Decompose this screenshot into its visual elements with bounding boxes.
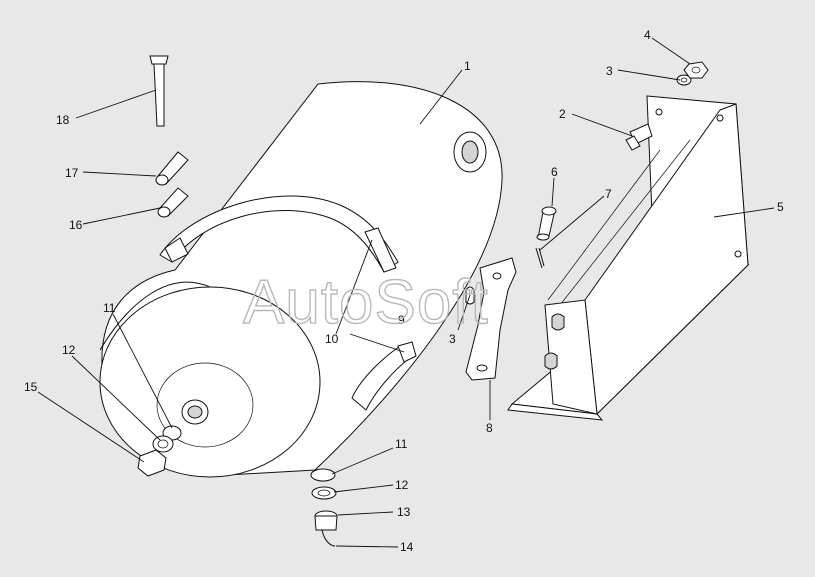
cotter-pin [535,247,545,269]
bolt [625,123,653,151]
drain-valve [314,510,338,547]
callout-15: 15 [24,380,38,394]
callout-12: 12 [395,478,409,492]
watermark-text: AutoSoft [243,268,489,337]
nut [683,61,709,79]
callout-3: 3 [606,64,613,78]
leader-lines [37,37,775,548]
callout-11: 11 [395,437,408,451]
callout-5: 5 [777,200,784,214]
callout-7: 7 [605,187,612,201]
callout-4: 4 [644,28,651,42]
long-bolt [149,55,169,127]
air-tank [99,81,503,478]
drain-gasket [310,468,336,482]
tank-band [159,195,417,411]
mounting-bracket [507,95,750,421]
callout-10: 10 [325,332,339,346]
callout-8: 8 [486,421,493,435]
sleeve-lower [157,187,189,218]
callout-17: 17 [65,166,79,180]
drain-washer [311,486,337,500]
callout-13: 13 [397,505,411,519]
callout-3: 3 [449,332,456,346]
callout-18: 18 [56,113,70,127]
callout-12: 12 [62,343,76,357]
drain-plug [137,449,167,477]
callout-16: 16 [69,218,83,232]
callout-9: 9 [398,313,405,327]
washer [676,74,692,86]
callout-14: 14 [400,540,414,554]
callout-1: 1 [464,59,471,73]
sleeve-upper [155,151,189,186]
callout-labels: 1 2 3 3 4 5 6 7 8 9 10 11 11 12 12 13 14… [24,28,784,554]
callout-6: 6 [551,165,558,179]
pin [536,206,557,241]
callout-11: 11 [103,301,116,315]
callout-2: 2 [559,107,566,121]
plug-washer [152,435,174,453]
